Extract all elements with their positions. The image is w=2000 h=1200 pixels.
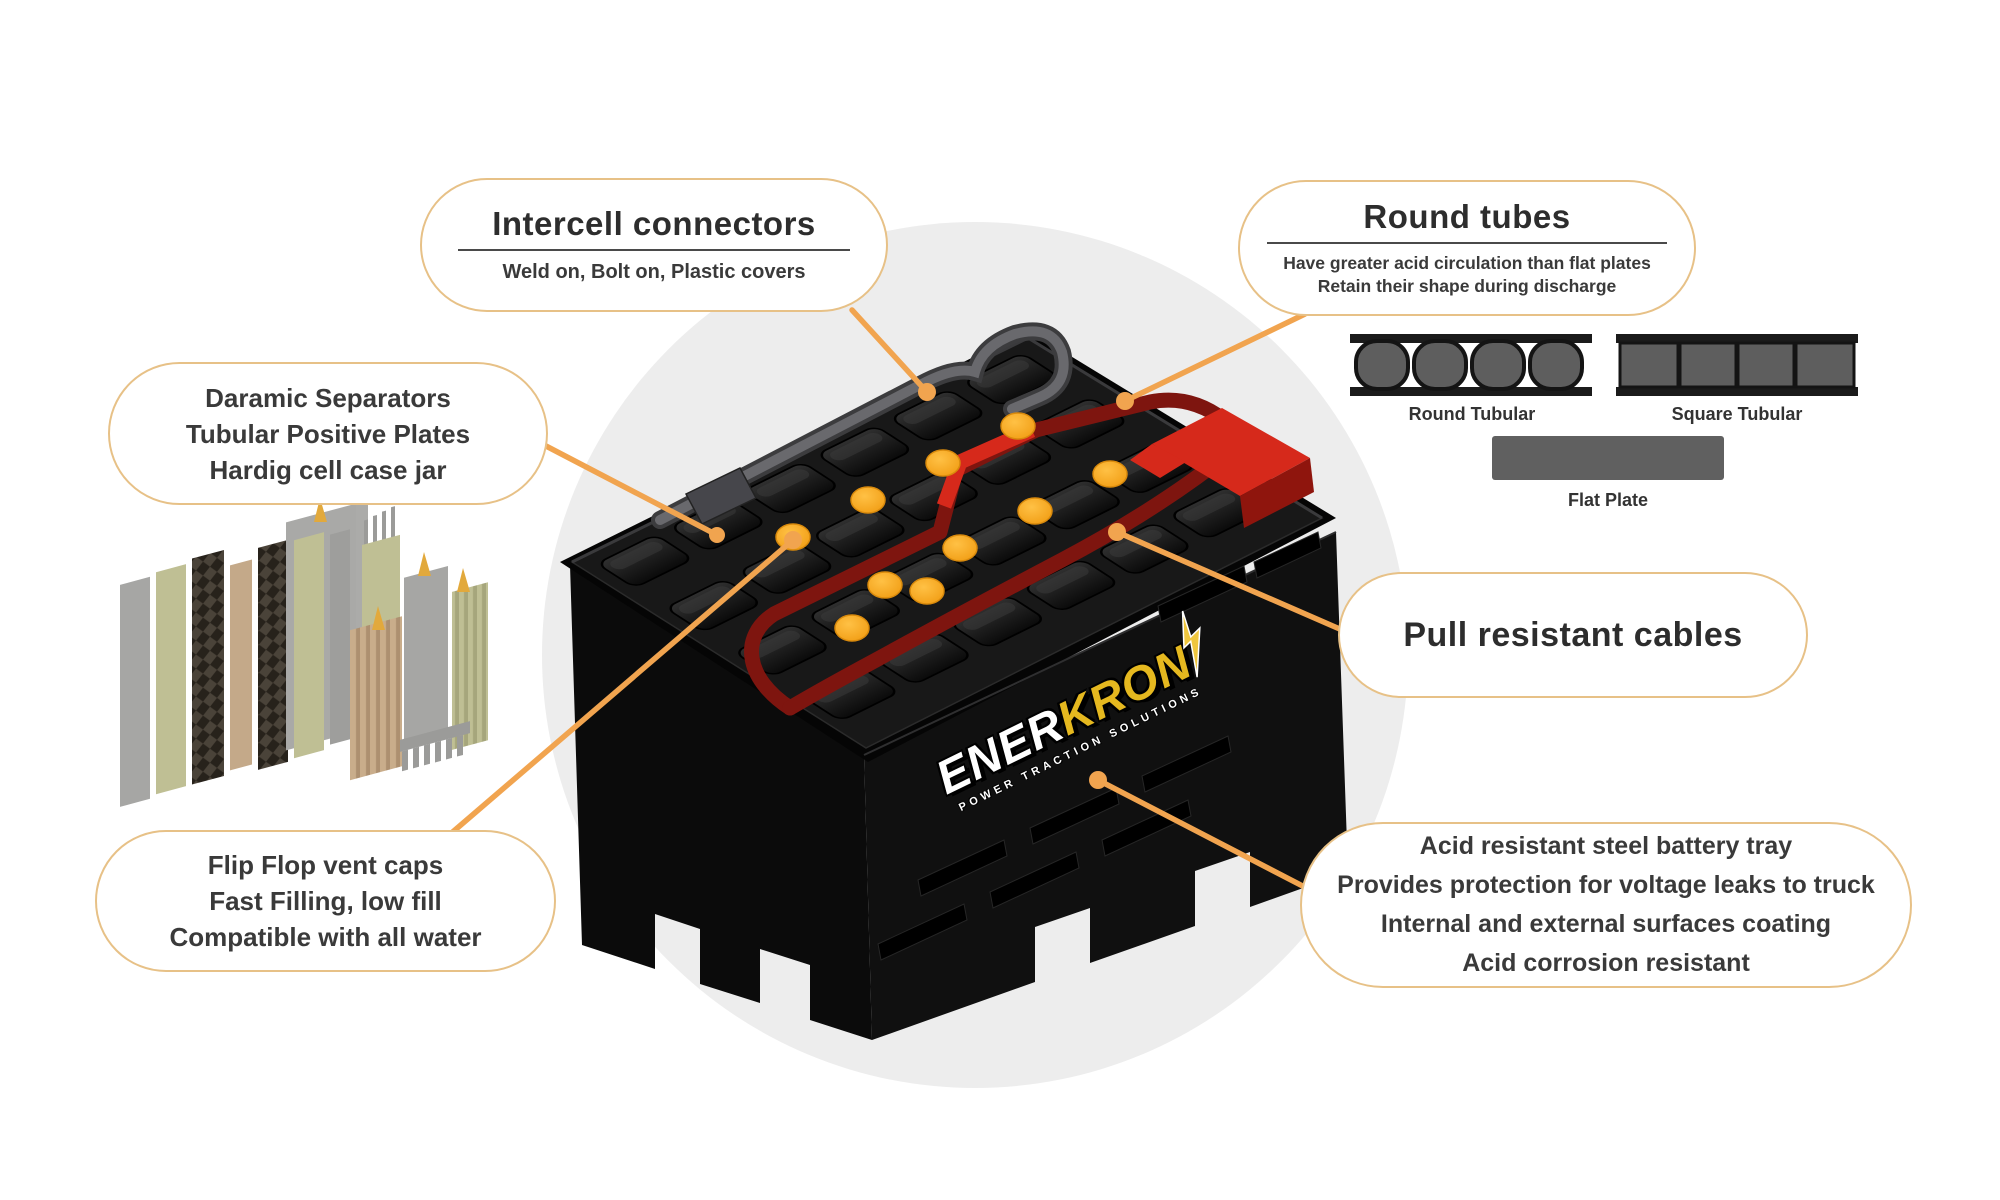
callout-pull-resistant-cables: Pull resistant cables <box>1338 572 1808 698</box>
callout-line: Acid resistant steel battery tray <box>1419 832 1793 860</box>
red-cable <box>744 392 1314 716</box>
label-flat-plate: Flat Plate <box>1567 490 1649 510</box>
callout-line: Acid corrosion resistant <box>1462 949 1750 977</box>
leader-dots <box>709 383 1134 789</box>
callout-separators: Daramic Separators Tubular Positive Plat… <box>108 362 548 505</box>
leader-lines <box>445 307 1345 898</box>
flat-plate-diagram <box>1492 436 1724 480</box>
callout-line: Hardig cell case jar <box>209 454 447 485</box>
callout-round-tubes: Round tubes Have greater acid circulatio… <box>1238 180 1696 316</box>
callout-line: Internal and external surfaces coating <box>1380 910 1832 938</box>
title-underline <box>458 249 850 251</box>
callout-line: Tubular Positive Plates <box>185 418 471 449</box>
callout-line: Daramic Separators <box>205 382 451 413</box>
negative-terminal <box>684 467 758 525</box>
callout-intercell-connectors: Intercell connectors Weld on, Bolt on, P… <box>420 178 888 312</box>
leader-vent-caps <box>445 537 796 839</box>
callout-line: Retain their shape during discharge <box>1317 276 1617 296</box>
callout-line: Compatible with all water <box>169 922 482 952</box>
callout-line: Provides protection for voltage leaks to… <box>1337 871 1875 899</box>
label-square-tubular: Square Tubular <box>1671 404 1803 424</box>
terminal-post-nub <box>372 606 385 630</box>
round-tubular-diagram <box>1350 334 1592 396</box>
side-vents <box>877 531 1322 961</box>
callout-title: Round tubes <box>1363 198 1571 235</box>
terminal-post-nub <box>418 552 431 576</box>
callout-line: Flip Flop vent caps <box>207 850 444 880</box>
lightning-bolt-icon <box>1181 610 1201 678</box>
terminal-post-nub <box>457 568 470 592</box>
leader-intercell <box>849 307 930 395</box>
leader-separators <box>543 443 720 538</box>
square-tubular-diagram <box>1616 334 1858 396</box>
callout-line: Have greater acid circulation than flat … <box>1283 253 1651 273</box>
callout-title: Pull resistant cables <box>1403 616 1743 654</box>
terminal-post-nub <box>314 498 327 522</box>
positive-terminal <box>1152 408 1310 496</box>
leader-pull-cables <box>1114 529 1345 633</box>
leader-battery-tray <box>1095 777 1323 898</box>
callout-battery-tray: Acid resistant steel battery tray Provid… <box>1300 822 1912 988</box>
callout-title: Intercell connectors <box>492 205 816 242</box>
battery-front-face <box>570 565 872 1040</box>
title-underline <box>1267 242 1667 244</box>
callout-subtitle: Weld on, Bolt on, Plastic covers <box>502 261 806 283</box>
callout-vent-caps: Flip Flop vent caps Fast Filling, low fi… <box>95 830 556 972</box>
leader-round-tubes <box>1122 311 1308 404</box>
gray-cable <box>651 322 1073 529</box>
label-round-tubular: Round Tubular <box>1408 404 1536 424</box>
callout-line: Fast Filling, low fill <box>209 886 442 916</box>
plate-stack-illustration <box>120 498 488 807</box>
